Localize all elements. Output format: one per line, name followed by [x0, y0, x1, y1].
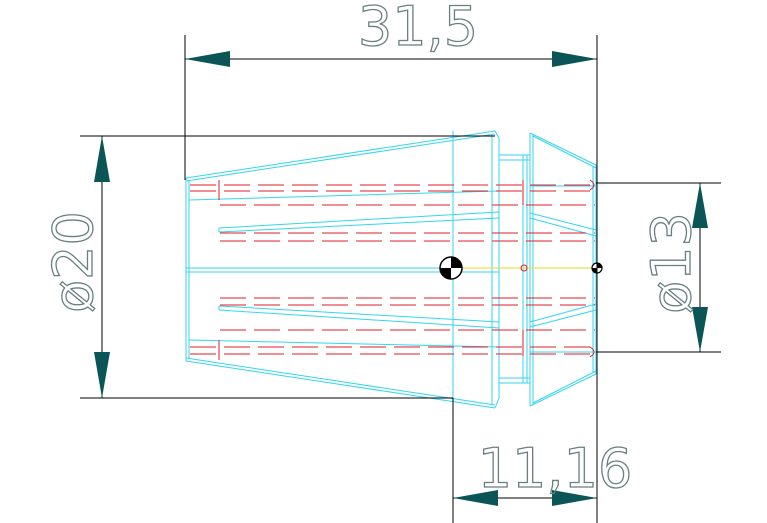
dimension-text-outer-diameter: ø20	[42, 211, 105, 313]
dimension-outer-diameter: ø20	[41, 135, 495, 399]
dimension-text-bore-diameter: ø13	[640, 212, 703, 314]
dimension-overall-length: 31,5	[184, 0, 598, 523]
dimension-nose-length: 11,16	[452, 398, 633, 523]
dimension-text-nose-length: 11,16	[478, 437, 633, 500]
hidden-lines	[190, 179, 595, 360]
centre-axis	[462, 264, 597, 272]
dimension-text-overall-length: 31,5	[358, 0, 478, 58]
centre-of-gravity-symbol	[439, 256, 463, 280]
dimension-bore-diameter: ø13	[596, 182, 721, 353]
collet-outline	[185, 130, 597, 409]
